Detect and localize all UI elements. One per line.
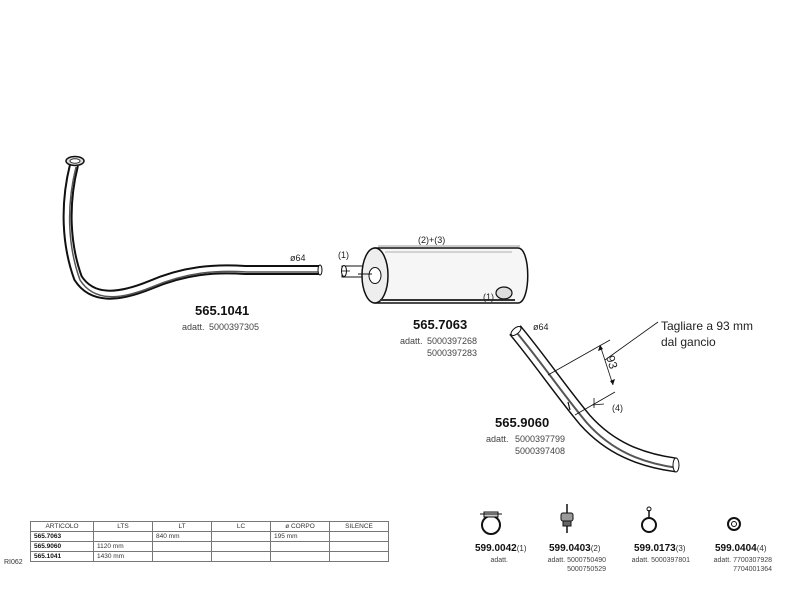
- tail-pipe-code: 565.9060: [495, 415, 549, 430]
- silencer-adatt-number-2: 5000397283: [427, 348, 477, 358]
- accessory-4-qty: (4): [756, 544, 767, 553]
- row-3-lt: [152, 551, 212, 562]
- accessory-1-qty: (1): [516, 544, 527, 553]
- cut-instruction-line-2: dal gancio: [661, 335, 716, 349]
- spec-table: ARTICOLO LTS LT LC ø CORPO SILENCE 565.7…: [30, 521, 389, 562]
- row-3-lc: [211, 551, 271, 562]
- header-lt: LT: [152, 521, 212, 532]
- accessory-2-sub-line-1: adatt. 5000750490: [547, 557, 606, 564]
- tail-pipe-note: (4): [612, 403, 623, 413]
- spec-table-header: ARTICOLO LTS LT LC ø CORPO SILENCE: [30, 521, 389, 532]
- row-2-lt: [152, 541, 212, 552]
- accessory-1-label: 599.0042(1): [475, 543, 527, 554]
- accessory-3-sub: adatt. 5000397801: [618, 556, 690, 565]
- accessory-4-sub: adatt. 7700307928 7704001364: [700, 556, 772, 574]
- tail-pipe-drawing: [509, 321, 680, 473]
- accessory-2-code: 599.0403: [549, 543, 591, 554]
- front-pipe-code: 565.1041: [195, 303, 249, 318]
- tail-pipe-diameter: ø64: [533, 322, 549, 332]
- row-1-corpo: 195 mm: [270, 531, 330, 542]
- accessory-3-label: 599.0173(3): [634, 543, 686, 554]
- front-pipe-adatt-number: 5000397305: [209, 322, 259, 332]
- header-silence: SILENCE: [329, 521, 389, 532]
- silencer-adatt-label: adatt.: [400, 336, 423, 346]
- row-1-silence: [329, 531, 389, 542]
- row-3-silence: [329, 551, 389, 562]
- cut-instruction-line-1: Tagliare a 93 mm: [661, 319, 753, 333]
- hanger-clamp-icon: [641, 506, 657, 533]
- tail-pipe-adatt-label: adatt.: [486, 434, 509, 444]
- rubber-mount-icon: [560, 504, 574, 533]
- table-row: 565.7063 840 mm 195 mm: [30, 531, 389, 542]
- accessory-2-label: 599.0403(2): [549, 543, 601, 554]
- table-row: 565.9060 1120 mm: [30, 541, 389, 552]
- silencer-note-left: (1): [338, 250, 349, 260]
- accessory-4-sub-line-2: 7704001364: [733, 566, 772, 573]
- header-lts: LTS: [93, 521, 153, 532]
- rubber-ring-icon: [727, 517, 741, 531]
- row-3-corpo: [270, 551, 330, 562]
- row-2-silence: [329, 541, 389, 552]
- header-corpo: ø CORPO: [270, 521, 330, 532]
- accessory-1-sub: adatt.: [470, 556, 508, 565]
- row-1-lt: 840 mm: [152, 531, 212, 542]
- tail-pipe-dimension: 93: [603, 354, 621, 371]
- header-articolo: ARTICOLO: [30, 521, 94, 532]
- accessory-4-label: 599.0404(4): [715, 543, 767, 554]
- accessory-2-qty: (2): [590, 544, 601, 553]
- accessory-1-code: 599.0042: [475, 543, 517, 554]
- front-pipe-drawing: [62, 155, 323, 300]
- row-1-lts: [93, 531, 153, 542]
- header-lc: LC: [211, 521, 271, 532]
- silencer-code: 565.7063: [413, 317, 467, 332]
- tail-pipe-adatt-number-2: 5000397408: [515, 446, 565, 456]
- accessory-1-sub-line: adatt.: [490, 557, 508, 564]
- silencer-note-right: (1): [483, 292, 494, 302]
- accessory-4-sub-line-1: adatt. 7700307928: [713, 557, 772, 564]
- row-3-articolo: 565.1041: [30, 551, 94, 562]
- accessory-2-sub: adatt. 5000750490 5000750529: [530, 556, 606, 574]
- accessory-3-qty: (3): [675, 544, 686, 553]
- row-2-articolo: 565.9060: [30, 541, 94, 552]
- front-pipe-adatt-label: adatt.: [182, 322, 205, 332]
- front-pipe-diameter: ø64: [290, 253, 306, 263]
- row-2-corpo: [270, 541, 330, 552]
- accessory-3-sub-line: adatt. 5000397801: [631, 557, 690, 564]
- silencer-drawing: [341, 245, 529, 304]
- accessory-3-code: 599.0173: [634, 543, 676, 554]
- silencer-note-top: (2)+(3): [418, 235, 445, 245]
- tail-pipe-adatt-number-1: 5000397799: [515, 434, 565, 444]
- pipe-clamp-icon: [480, 511, 502, 535]
- row-2-lts: 1120 mm: [93, 541, 153, 552]
- accessory-4-code: 599.0404: [715, 543, 757, 554]
- table-row: 565.1041 1430 mm: [30, 551, 389, 562]
- row-2-lc: [211, 541, 271, 552]
- row-1-lc: [211, 531, 271, 542]
- reference-code: RI062: [4, 559, 23, 566]
- silencer-adatt-number-1: 5000397268: [427, 336, 477, 346]
- row-3-lts: 1430 mm: [93, 551, 153, 562]
- accessory-2-sub-line-2: 5000750529: [567, 566, 606, 573]
- row-1-articolo: 565.7063: [30, 531, 94, 542]
